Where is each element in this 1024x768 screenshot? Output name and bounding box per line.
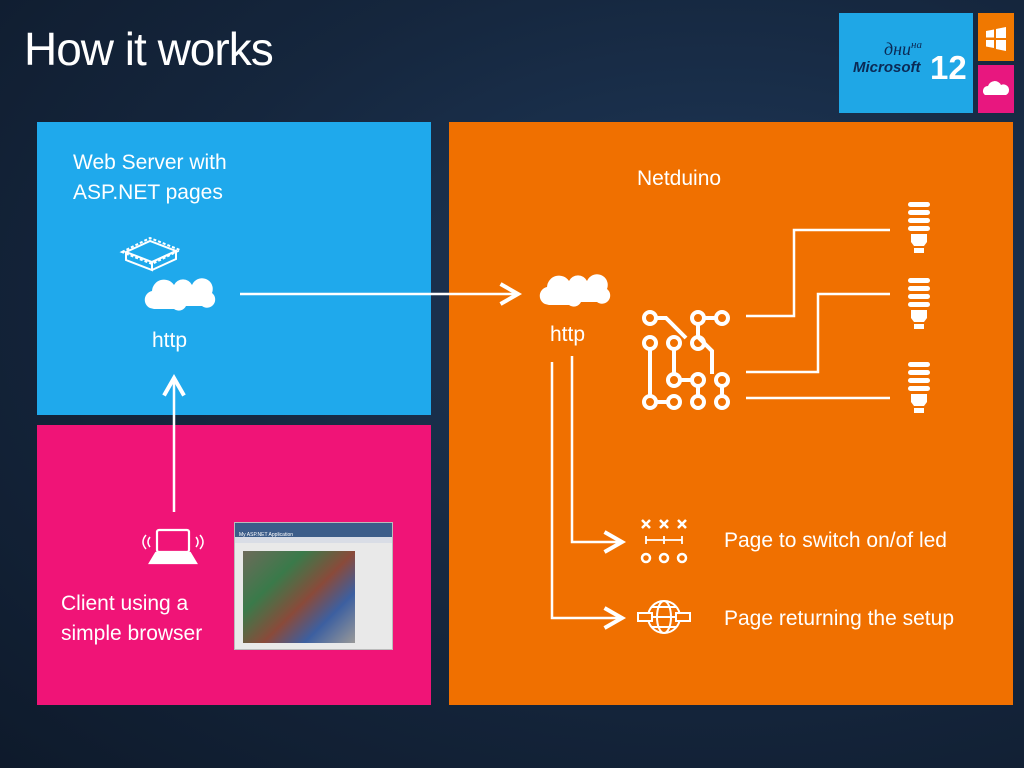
screenshot-image (243, 551, 355, 643)
web-server-label: Web Server with ASP.NET pages (73, 151, 227, 204)
netduino-label: Netduino (637, 167, 722, 190)
cloud-icon (539, 274, 611, 307)
netduino-http-label: http (550, 323, 586, 346)
client-label: Client using a simple browser (61, 592, 203, 645)
circuit-board-icon (642, 310, 730, 410)
page-setup-label: Page returning the setup (724, 607, 954, 630)
event-logo: днина Microsoft 12 (839, 13, 973, 113)
web-server-http-label: http (152, 329, 188, 352)
bulb-icon (908, 202, 930, 253)
browser-screenshot: My ASP.NET Application (234, 522, 393, 650)
bulb-icon (908, 278, 930, 329)
windows-tile (978, 13, 1014, 61)
http-to-switch-page-arrow (570, 356, 627, 554)
windows-icon (986, 27, 1006, 51)
bulb-icon (908, 362, 930, 413)
cloud-icon (144, 278, 216, 311)
slide-title: How it works (24, 23, 274, 75)
switch-page-icon (640, 519, 688, 564)
server-icon (119, 236, 183, 272)
cloud-tile (978, 65, 1014, 113)
globe-icon (637, 600, 691, 634)
http-to-setup-page-arrow (550, 362, 627, 630)
laptop-icon (142, 528, 204, 565)
page-switch-led-label: Page to switch on/of led (724, 529, 947, 552)
web-server-panel (37, 122, 431, 415)
led-wires (746, 228, 890, 400)
cloud-icon (983, 81, 1010, 95)
